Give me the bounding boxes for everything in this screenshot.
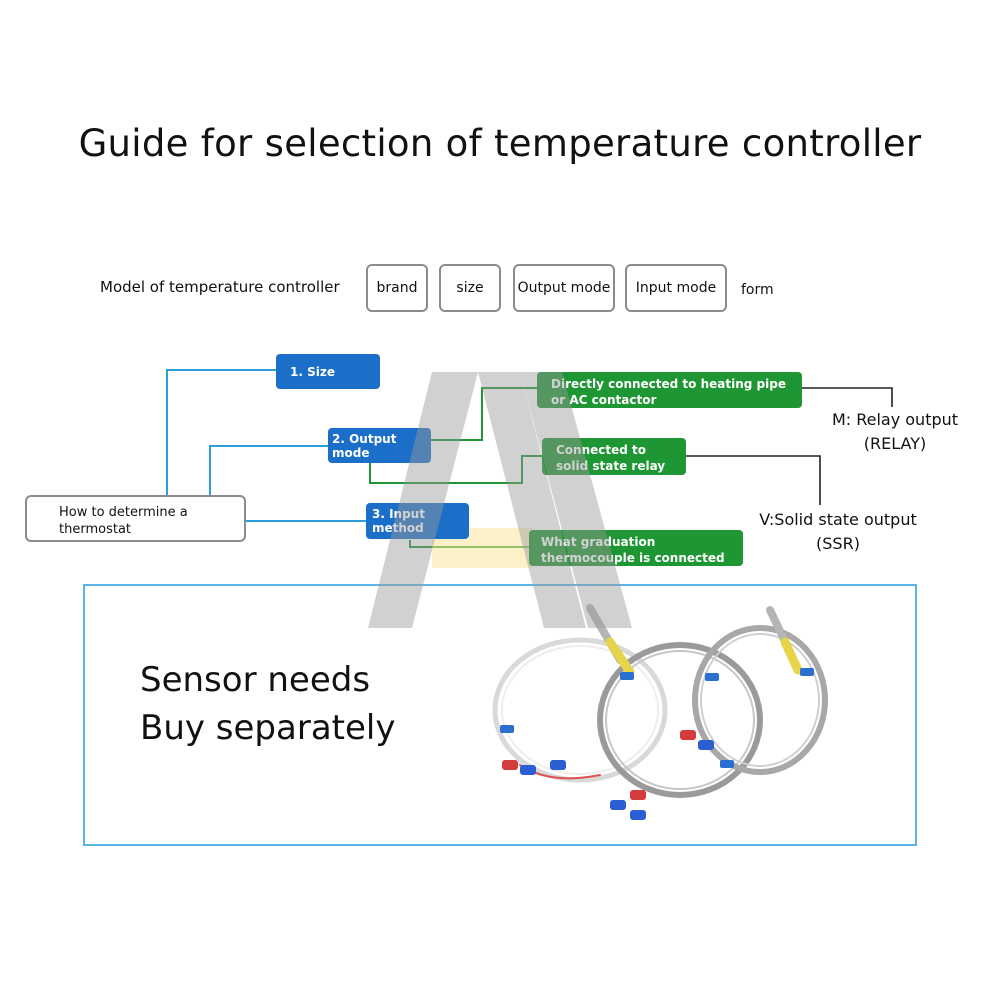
spade-terminals — [502, 730, 714, 820]
sensor-note-line1: Sensor needs — [140, 660, 371, 700]
model-label: Model of temperature controller — [100, 278, 340, 296]
cable-clip — [620, 672, 634, 680]
model-box-input-mode: Input mode — [625, 264, 727, 312]
ssr-output-label: V:Solid state output (SSR) — [738, 508, 938, 556]
sensor-cable-white — [492, 637, 668, 783]
model-box-size: size — [439, 264, 501, 312]
sensor-cable-steel-2 — [692, 625, 828, 775]
model-suffix-label: form — [741, 282, 774, 298]
relay-output-label: M: Relay output (RELAY) — [812, 408, 978, 456]
root-node: How to determine a thermostat — [25, 495, 246, 542]
sensor-note: Sensor needs Buy separately — [140, 656, 395, 752]
sensor-cable-steel — [597, 642, 763, 798]
option-solid-state-relay: Connected to solid state relay — [542, 438, 686, 475]
step-input-method: 3. Input method — [366, 503, 469, 539]
sensor-panel — [83, 584, 917, 846]
connector-ssr-to-ssr-output — [686, 455, 821, 505]
ssr-output-line1: V:Solid state output — [759, 510, 917, 529]
connector-heating-to-relay — [802, 387, 893, 407]
option-thermocouple: What graduation thermocouple is connecte… — [529, 530, 743, 566]
option-heating-pipe: Directly connected to heating pipe or AC… — [537, 372, 802, 408]
thermocouple-sensors-image — [492, 604, 828, 820]
sensor-note-line2: Buy separately — [140, 708, 396, 748]
model-box-brand: brand — [366, 264, 428, 312]
relay-output-line1: M: Relay output — [831, 410, 959, 429]
model-box-output-mode: Output mode — [513, 264, 615, 312]
connector-output-to-heating — [430, 387, 537, 441]
step-size: 1. Size — [276, 354, 380, 389]
ssr-output-line2: (SSR) — [816, 534, 860, 553]
relay-output-line2: (RELAY) — [863, 434, 927, 453]
connector-output-to-ssr — [369, 455, 542, 484]
step-output-mode: 2. Output mode — [328, 428, 431, 463]
page-title: Guide for selection of temperature contr… — [78, 122, 922, 165]
